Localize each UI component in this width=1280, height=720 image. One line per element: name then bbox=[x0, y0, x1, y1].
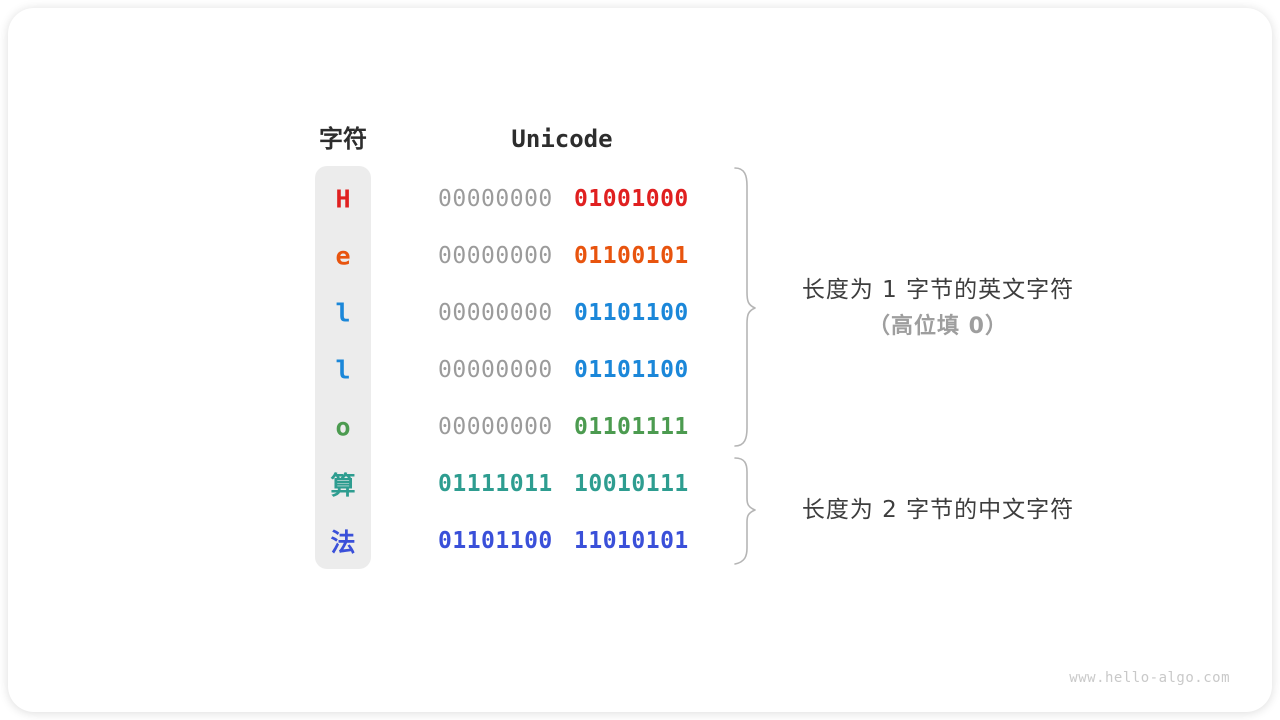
watermark-url: www.hello-algo.com bbox=[1069, 670, 1230, 686]
bits-low-byte: 11010101 bbox=[574, 528, 689, 554]
table-row: o 00000000 01101111 bbox=[8, 399, 1272, 455]
table-row: 算 01111011 10010111 bbox=[8, 456, 1272, 512]
bits-low-byte: 01001000 bbox=[574, 186, 689, 212]
table-row: l 00000000 01101100 bbox=[8, 285, 1272, 341]
annotation-line: 长度为 2 字节的中文字符 bbox=[801, 497, 1075, 523]
annotation-chinese-chars: 长度为 2 字节的中文字符 bbox=[764, 496, 1112, 524]
char-cell: l bbox=[335, 355, 351, 385]
char-column-background bbox=[315, 166, 371, 569]
bits-low-byte: 01100101 bbox=[574, 243, 689, 269]
bits-high-byte: 01111011 bbox=[438, 471, 553, 497]
annotation-english-chars: 长度为 1 字节的英文字符 （高位填 0） bbox=[764, 276, 1112, 340]
char-cell: 法 bbox=[330, 528, 356, 557]
brace-chinese-group bbox=[734, 457, 756, 565]
annotation-line: （高位填 0） bbox=[868, 314, 1008, 339]
bits-high-byte: 00000000 bbox=[438, 243, 553, 269]
char-cell: l bbox=[335, 298, 351, 328]
bits-low-byte: 01101100 bbox=[574, 300, 689, 326]
char-cell: o bbox=[335, 412, 351, 442]
char-cell: e bbox=[335, 241, 351, 271]
table-row: l 00000000 01101100 bbox=[8, 342, 1272, 398]
table-row: 法 01101100 11010101 bbox=[8, 513, 1272, 569]
bits-high-byte: 00000000 bbox=[438, 300, 553, 326]
bits-low-byte: 01101100 bbox=[574, 357, 689, 383]
bits-high-byte: 00000000 bbox=[438, 357, 553, 383]
char-cell: H bbox=[335, 184, 351, 214]
brace-english-group bbox=[734, 167, 756, 447]
table-row: e 00000000 01100101 bbox=[8, 228, 1272, 284]
bits-high-byte: 00000000 bbox=[438, 186, 553, 212]
figure-card: 字符 Unicode H 00000000 01001000 e 0000000… bbox=[8, 8, 1272, 712]
unicode-column-header: Unicode bbox=[511, 125, 613, 153]
bits-high-byte: 00000000 bbox=[438, 414, 553, 440]
bits-high-byte: 01101100 bbox=[438, 528, 553, 554]
annotation-line: 长度为 1 字节的英文字符 bbox=[801, 277, 1075, 303]
char-cell: 算 bbox=[330, 471, 356, 500]
table-row: H 00000000 01001000 bbox=[8, 171, 1272, 227]
char-column-header: 字符 bbox=[319, 125, 367, 153]
bits-low-byte: 01101111 bbox=[574, 414, 689, 440]
bits-low-byte: 10010111 bbox=[574, 471, 689, 497]
